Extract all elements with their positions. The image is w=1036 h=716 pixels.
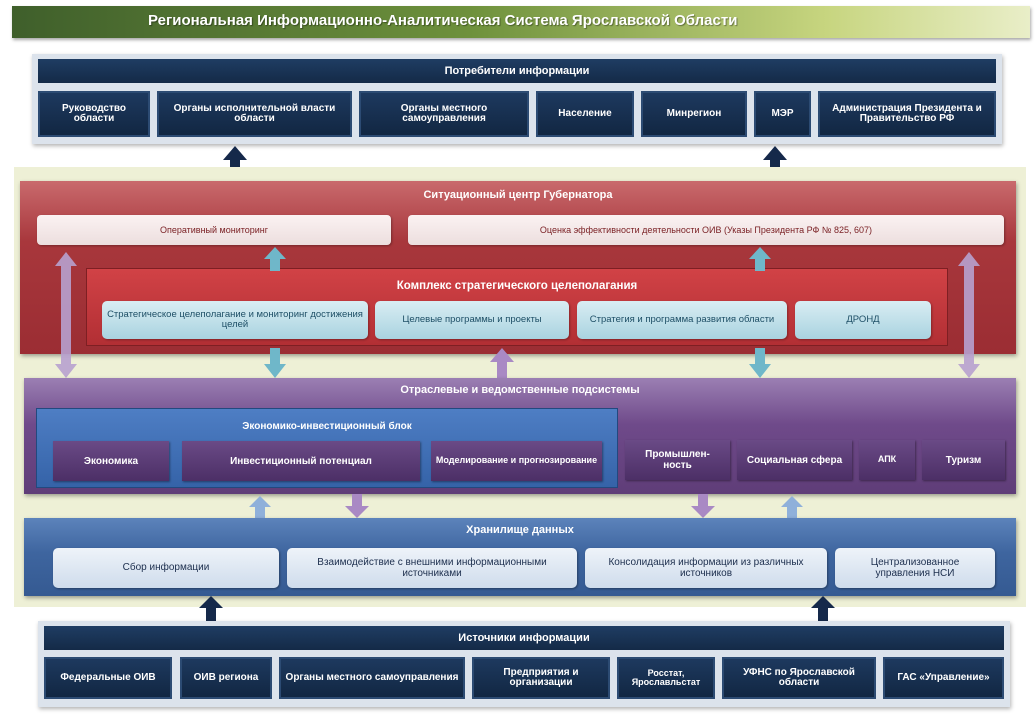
subsystem-box: Социальная сфера xyxy=(737,440,852,480)
econ-invest-header: Экономико-инвестиционный блок xyxy=(242,420,412,432)
up-arrow-icon xyxy=(199,596,223,622)
page-title: Региональная Информационно-Аналитическая… xyxy=(148,12,738,29)
double-arrow-icon xyxy=(958,252,980,378)
warehouse-box: Взаимодействие с внешними информационным… xyxy=(287,548,577,588)
down-arrow-icon xyxy=(691,494,715,518)
strategic-complex-header: Комплекс стратегического целеполагания xyxy=(396,280,638,292)
title-bar: Региональная Информационно-Аналитическая… xyxy=(12,6,1030,38)
consumer-box: Минрегион xyxy=(641,91,747,137)
consumers-header: Потребители информации xyxy=(38,59,996,83)
consumer-box: Органы местного самоуправления xyxy=(359,91,529,137)
source-box: ГАС «Управление» xyxy=(883,657,1004,699)
strategic-box: Стратегическое целеполагание и мониторин… xyxy=(102,301,368,339)
strategic-box: Стратегия и программа развития области xyxy=(577,301,787,339)
warehouse-box: Консолидация информации из различных ист… xyxy=(585,548,827,588)
up-arrow-icon xyxy=(749,247,771,271)
subsystem-box: Промышлен-ность xyxy=(625,440,730,480)
consumer-box: Руководство области xyxy=(38,91,150,137)
warehouse-box: Централизованное управления НСИ xyxy=(835,548,995,588)
data-warehouse-header: Хранилище данных xyxy=(466,524,574,536)
subsystem-box: АПК xyxy=(859,440,915,480)
up-arrow-icon xyxy=(763,146,787,178)
subsystems-header: Отраслевые и ведомственные подсистемы xyxy=(400,384,640,396)
econ-box: Моделирование и прогнозирование xyxy=(431,441,602,481)
up-arrow-icon xyxy=(811,596,835,622)
up-arrow-icon xyxy=(249,496,271,518)
up-arrow-icon xyxy=(781,496,803,518)
econ-box: Экономика xyxy=(53,441,169,481)
econ-box: Инвестиционный потенциал xyxy=(182,441,420,481)
source-box: Росстат, Ярославльстат xyxy=(617,657,715,699)
down-arrow-icon xyxy=(749,348,771,378)
consumer-box: Органы исполнительной власти области xyxy=(157,91,352,137)
source-box: Предприятия и организации xyxy=(472,657,610,699)
sources-header: Источники информации xyxy=(44,626,1004,650)
up-arrow-icon xyxy=(490,348,514,378)
monitoring-box: Оперативный мониторинг xyxy=(37,215,391,245)
evaluation-box: Оценка эффективности деятельности ОИВ (У… xyxy=(408,215,1004,245)
double-arrow-icon xyxy=(55,252,77,378)
warehouse-box: Сбор информации xyxy=(53,548,279,588)
subsystem-box: Туризм xyxy=(922,440,1005,480)
strategic-box: Целевые программы и проекты xyxy=(375,301,569,339)
source-box: ОИВ региона xyxy=(180,657,272,699)
strategic-box: ДРОНД xyxy=(795,301,931,339)
consumer-box: Администрация Президента и Правительство… xyxy=(818,91,996,137)
consumer-box: МЭР xyxy=(754,91,811,137)
source-box: Органы местного самоуправления xyxy=(279,657,465,699)
source-box: Федеральные ОИВ xyxy=(44,657,172,699)
down-arrow-icon xyxy=(264,348,286,378)
down-arrow-icon xyxy=(345,494,369,518)
situation-center-header: Ситуационный центр Губернатора xyxy=(423,189,613,201)
up-arrow-icon xyxy=(264,247,286,271)
up-arrow-icon xyxy=(223,146,247,178)
consumer-box: Население xyxy=(536,91,634,137)
source-box: УФНС по Ярославской области xyxy=(722,657,876,699)
